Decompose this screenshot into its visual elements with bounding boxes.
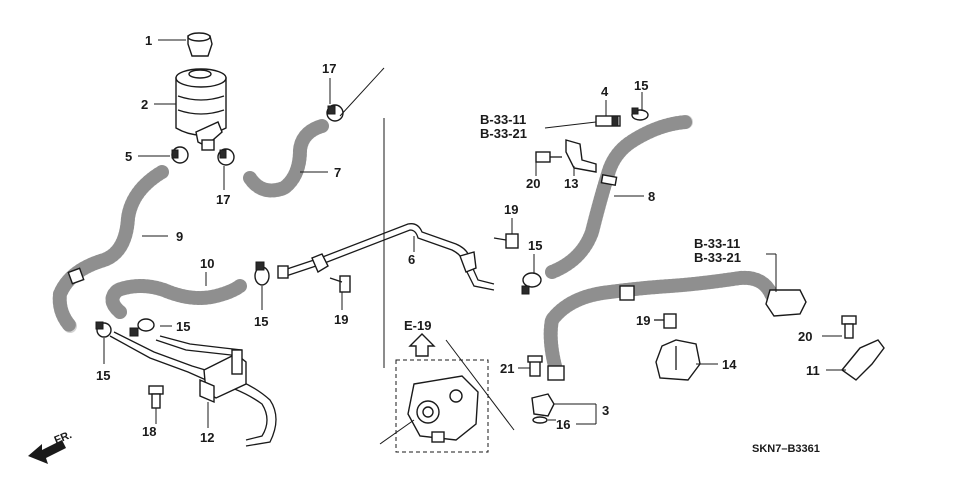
callout-6: 6 [408, 252, 415, 267]
hose-clamp-17-upper [326, 104, 344, 122]
callout-5: 5 [125, 149, 132, 164]
hose-clamp-15-center-right [521, 272, 542, 295]
callout-12: 12 [200, 430, 214, 445]
hose-clamp-15-left [95, 321, 112, 338]
reservoir-cap [187, 32, 213, 57]
cooler-pipe-12 [109, 331, 277, 447]
callout-14: 14 [722, 357, 737, 372]
bracket-13 [565, 139, 597, 173]
e19-arrow-icon [408, 333, 436, 357]
callout-8: 8 [648, 189, 655, 204]
callout-18: 18 [142, 424, 156, 439]
return-hose-8 [545, 115, 693, 279]
reservoir-tank [175, 68, 227, 151]
callout-10: 10 [200, 256, 214, 271]
callout-15-center-left: 15 [176, 319, 190, 334]
callout-19-left: 19 [334, 312, 348, 327]
callout-4: 4 [601, 84, 609, 99]
callout-7: 7 [334, 165, 341, 180]
callout-15-left: 15 [96, 368, 110, 383]
ref-code-right-2: B-33-21 [694, 250, 741, 265]
callout-19-right: 19 [636, 313, 650, 328]
bracket-11 [840, 339, 885, 381]
pressure-hose-3 [531, 270, 807, 424]
callout-9: 9 [176, 229, 183, 244]
front-label: FR. [53, 429, 74, 447]
callout-20-center: 20 [526, 176, 540, 191]
hose-clamp-15-upper-right [631, 107, 649, 121]
bolt-19-center [493, 233, 519, 249]
return-hose-10 [105, 279, 247, 319]
callout-15-center-right: 15 [528, 238, 542, 253]
bolt-21 [527, 355, 543, 377]
hose-clamp-15-center-left [129, 318, 155, 337]
leader-lines [103, 39, 846, 445]
bolt-19-right [654, 313, 677, 329]
front-arrow-icon [28, 440, 66, 464]
callout-16: 16 [556, 417, 570, 432]
callout-2: 2 [141, 97, 148, 112]
callout-15-upper-right: 15 [634, 78, 648, 93]
callout-17-upper: 17 [322, 61, 336, 76]
callout-20-right: 20 [798, 329, 812, 344]
bolt-19-left [329, 275, 351, 293]
callout-17-lower: 17 [216, 192, 230, 207]
fitting-4 [595, 115, 621, 127]
feed-pipe-6 [277, 223, 495, 291]
callout-3: 3 [602, 403, 609, 418]
bracket-14 [655, 339, 701, 381]
hose-clamp-15-mid [254, 261, 270, 286]
callout-13: 13 [564, 176, 578, 191]
ref-code-left-1: B-33-11 [480, 112, 526, 127]
hose-clamp-17-lower [217, 148, 235, 166]
bolt-18 [148, 385, 164, 409]
callout-19-center: 19 [504, 202, 518, 217]
bolt-20-center [535, 151, 562, 163]
return-hose-9 [52, 165, 169, 333]
divider-line-upper [339, 67, 385, 117]
bolt-20-right [841, 315, 857, 339]
ref-code-e19: E-19 [404, 318, 431, 333]
ref-code-right-1: B-33-11 [694, 236, 740, 251]
suction-hose-7 [243, 119, 329, 198]
ref-code-left-2: B-33-21 [480, 126, 527, 141]
callout-15-mid: 15 [254, 314, 268, 329]
power-steering-pump [395, 359, 489, 453]
diagram-code: SKN7–B3361 [752, 443, 820, 455]
callout-11: 11 [806, 363, 820, 378]
callout-21: 21 [500, 361, 514, 376]
callout-1: 1 [145, 33, 152, 48]
hose-clamp-5 [171, 146, 189, 164]
